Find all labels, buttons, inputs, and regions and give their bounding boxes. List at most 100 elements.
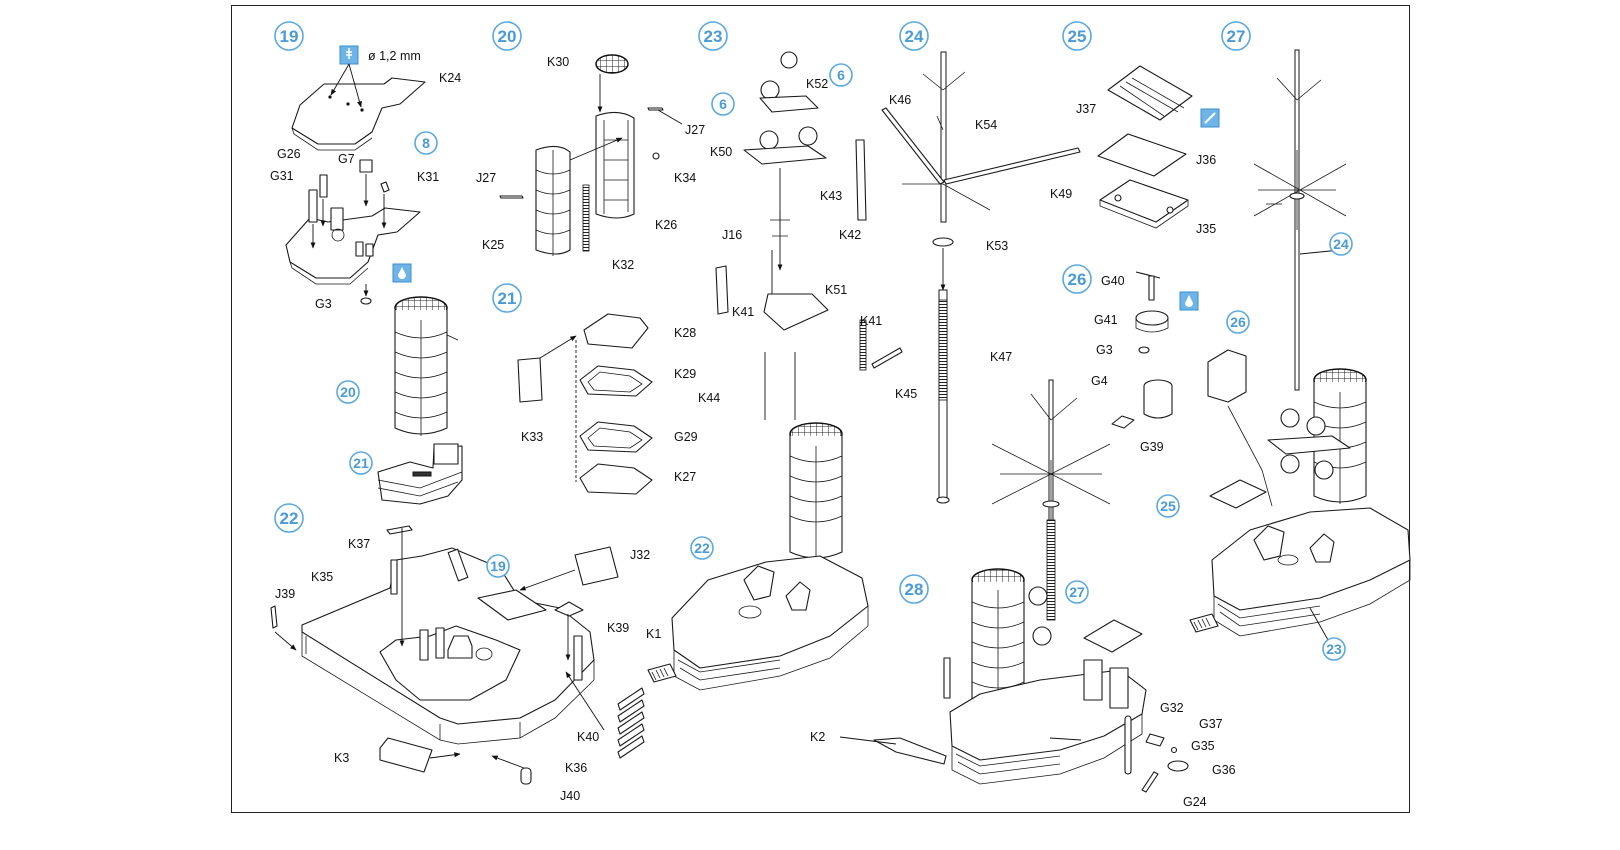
ref-badge-6: 6 (711, 92, 735, 116)
part-K34 (652, 152, 660, 160)
step-23-assembly (647, 51, 869, 691)
part-label-k31: K31 (417, 170, 439, 184)
part-label-k53: K53 (986, 239, 1008, 253)
part-J27-left (499, 195, 524, 199)
step-number-badges: 19 20 23 24 25 27 21 26 28 22 (274, 21, 1251, 604)
part-label-j40: J40 (560, 789, 580, 803)
ref-badge-26-number: 26 (1230, 314, 1246, 330)
part-label-g36: G36 (1212, 763, 1236, 777)
part-K26 (595, 111, 635, 219)
step-27-assembly (1189, 49, 1411, 641)
step-26-assembly (1111, 271, 1199, 429)
part-K45 (871, 347, 903, 369)
ref-badge-19: 19 (486, 554, 510, 578)
step-badge-27-number: 27 (1227, 27, 1246, 46)
part-label-k51: K51 (825, 283, 847, 297)
part-J40 (520, 767, 532, 785)
ref-badge-19-number: 19 (490, 558, 506, 574)
part-label-j35: J35 (1196, 222, 1216, 236)
part-K40 (617, 687, 645, 759)
part-K39 (554, 601, 584, 617)
part-G41 (1135, 310, 1169, 326)
part-G3-26 (1138, 346, 1150, 354)
part-label-k24: K24 (439, 71, 461, 85)
part-G31 (308, 189, 318, 223)
ref-badge-8: 8 (414, 131, 438, 155)
step-badge-20-number: 20 (498, 27, 517, 46)
part-label-g32: G32 (1160, 701, 1184, 715)
part-K1 (647, 663, 677, 683)
part-label-j36: J36 (1196, 153, 1216, 167)
part-K33 (517, 357, 543, 403)
part-label-k1: K1 (646, 627, 661, 641)
part-label-g29: G29 (674, 430, 698, 444)
step-badge-22-number: 22 (280, 509, 299, 528)
step-19-assembly: ø 1,2 mm (285, 45, 426, 305)
part-label-k39: K39 (607, 621, 629, 635)
part-label-k3: K3 (334, 751, 349, 765)
part-label-g3: G3 (1096, 343, 1113, 357)
part-label-k36: K36 (565, 761, 587, 775)
funnel-assembly-20 (394, 296, 459, 436)
part-label-j37: J37 (1076, 102, 1096, 116)
part-label-g3: G3 (315, 297, 332, 311)
ref-badge-26: 26 (1226, 310, 1250, 334)
part-label-k50: K50 (710, 145, 732, 159)
part-K42 (855, 139, 867, 221)
part-label-k43: K43 (820, 189, 842, 203)
part-19-ref (477, 589, 547, 621)
step-badge-26-number: 26 (1068, 270, 1087, 289)
ref-badge-21: 21 (349, 451, 373, 475)
step-badge-27: 27 (1221, 21, 1251, 51)
part-label-k44: K44 (698, 391, 720, 405)
step-badge-26: 26 (1062, 264, 1092, 294)
part-label-k45: K45 (895, 387, 917, 401)
part-G3 (360, 297, 372, 305)
ref-badge-8-number: 8 (422, 135, 430, 151)
step-badge-28-number: 28 (905, 580, 924, 599)
step-badge-19: 19 (274, 21, 304, 51)
part-G39 (1111, 415, 1135, 429)
part-G24 (1141, 771, 1159, 793)
part-label-k41: K41 (860, 314, 882, 328)
step-badge-24-number: 24 (905, 27, 924, 46)
part-label-j27: J27 (685, 123, 705, 137)
step-badge-21: 21 (492, 283, 522, 313)
part-K1-27 (1189, 613, 1219, 633)
part-label-g41: G41 (1094, 313, 1118, 327)
part-label-j16: J16 (722, 228, 742, 242)
glue-icon-26 (1179, 291, 1199, 311)
part-K28 (583, 313, 649, 349)
step-21-bridge (517, 313, 653, 495)
part-label-g24: G24 (1183, 795, 1207, 809)
part-K41-left (715, 265, 729, 315)
part-J35 (1099, 179, 1189, 223)
step-badge-20: 20 (492, 21, 522, 51)
part-label-k37: K37 (348, 537, 370, 551)
part-J32 (574, 546, 619, 586)
step-25-assembly (1097, 65, 1220, 229)
part-label-k25: K25 (482, 238, 504, 252)
ref-badge-23-number: 23 (1326, 641, 1342, 657)
part-K27 (579, 463, 653, 495)
part-label-j39: J39 (275, 587, 295, 601)
step-badge-25-number: 25 (1068, 27, 1087, 46)
part-label-k47: K47 (990, 350, 1012, 364)
ref-badge-24: 24 (1329, 232, 1353, 256)
part-label-g39: G39 (1140, 440, 1164, 454)
part-label-k41: K41 (732, 305, 754, 319)
part-K49 (943, 147, 1081, 185)
part-label-g40: G40 (1101, 274, 1125, 288)
part-8 (359, 159, 373, 173)
step-badge-23-number: 23 (704, 27, 723, 46)
drill-icon (339, 45, 359, 65)
part-label-k29: K29 (674, 367, 696, 381)
part-label-k49: K49 (1050, 187, 1072, 201)
ref-badge-6-number: 6 (719, 96, 727, 112)
part-label-k33: K33 (521, 430, 543, 444)
part-label-g35: G35 (1191, 739, 1215, 753)
part-G32 (1124, 715, 1132, 775)
part-K41-right (859, 319, 867, 371)
